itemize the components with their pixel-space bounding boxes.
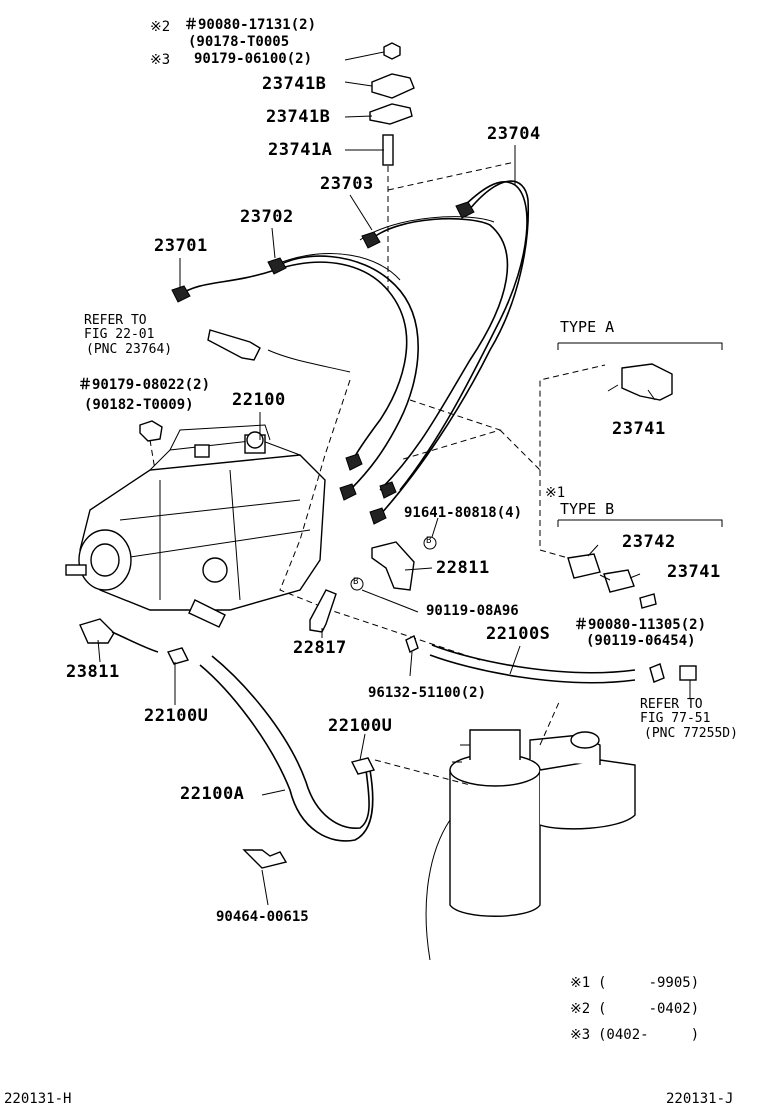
refer-fig-77-51-line2: FIG 77-51 [640, 711, 711, 726]
fitting-23702 [267, 257, 287, 275]
fitting-23704 [455, 201, 475, 219]
legend-note-1-mark: ※1 [570, 975, 591, 991]
part-number-90119-08a96: 90119-08A96 [426, 603, 519, 619]
part-number-23811: 23811 [66, 662, 120, 682]
clamp-22100u-2 [350, 757, 376, 775]
injection-pipes [179, 180, 530, 516]
bracket-22817 [309, 589, 337, 633]
legend-note-2-mark: ※2 [570, 1001, 591, 1017]
circle-b-label-1: B [426, 536, 432, 546]
sensor-23741-type-a [621, 363, 673, 401]
legend-note-3-range: (0402- ) [598, 1027, 700, 1043]
part-number-22100u-left: 22100U [144, 706, 209, 726]
fitting-lower-1 [345, 453, 363, 471]
legend-note-2-range: ( -0402) [598, 1001, 700, 1017]
leader-dash-pipes [399, 399, 502, 461]
part-number-22100s: 22100S [486, 624, 551, 644]
circle-b-marker-1 [423, 536, 437, 550]
fitting-23701 [171, 285, 191, 303]
refer-fig-77-51-line1: REFER TO [640, 697, 703, 712]
note-2-mark: ※2 [150, 19, 171, 35]
clip-refer-77-51 [649, 663, 665, 683]
circle-b-label-2: B [353, 577, 359, 587]
leader-dash-pump [279, 379, 481, 661]
part-number-23741-type-a: 23741 [612, 419, 666, 439]
drain-line [425, 819, 451, 961]
leader-dash-typeb [539, 470, 576, 561]
leader-dash-washer [149, 439, 156, 471]
part-number-96132-51100: 96132-51100(2) [368, 685, 487, 701]
part-number-23741b-upper: 23741B [262, 74, 327, 94]
leader-dash-23704 [387, 161, 516, 191]
leader-dash-filter [374, 759, 471, 786]
nut-top-part [383, 42, 401, 60]
fuel-filter [449, 729, 636, 917]
footer-code-left: 220131-H [4, 1091, 72, 1107]
part-number-22817: 22817 [293, 638, 347, 658]
part-number-90464-00615: 90464-00615 [216, 909, 309, 925]
type-a-heading: TYPE A [560, 318, 615, 336]
legend-note-1-range: ( -9905) [598, 975, 700, 991]
leader-dash-filter-2 [539, 699, 561, 746]
footer-code-right: 220131-J [666, 1091, 734, 1107]
injection-pump-22100 [65, 424, 326, 628]
note-3-mark: ※3 [150, 52, 171, 68]
washer-90179-08022 [139, 420, 163, 442]
part-number-23742: 23742 [622, 532, 676, 552]
sensor-23742 [567, 553, 601, 579]
part-number-23701: 23701 [154, 236, 208, 256]
part-number-91641-80818: 91641-80818(4) [404, 505, 523, 521]
fitting-23811 [79, 618, 115, 644]
part-number-23741a: 23741A [268, 140, 333, 160]
part-number-23703: 23703 [320, 174, 374, 194]
part-number-90119-06454: (90119-06454) [586, 633, 696, 649]
part-number-22100: 22100 [232, 390, 286, 410]
leader-lines [97, 51, 691, 906]
part-number-90080-17131: ＃90080-17131(2) [184, 17, 317, 33]
hose-22100a [199, 664, 374, 842]
part-number-90080-11305: ＃90080-11305(2) [574, 617, 707, 633]
part-number-23741-type-b: 23741 [667, 562, 721, 582]
leader-dash-typea [499, 364, 606, 472]
note-1-mark: ※1 [545, 485, 566, 501]
part-number-23702: 23702 [240, 207, 294, 227]
refer-fitting-22-01 [207, 329, 261, 361]
type-b-heading: TYPE B [560, 500, 615, 518]
bolt-23741a [382, 134, 394, 166]
part-number-23704: 23704 [487, 124, 541, 144]
part-number-90178-t0005: (90178-T0005 [188, 34, 290, 50]
refer-fig-22-01-line2: FIG 22-01 [84, 327, 155, 342]
refer-fig-22-01-line3: (PNC 23764) [86, 342, 173, 357]
clamp-90464-00615 [242, 849, 288, 869]
part-number-90182-t0009: (90182-T0009) [84, 397, 194, 413]
type-b-bracket-line [557, 519, 723, 527]
part-number-90179-08022: ＃90179-08022(2) [78, 377, 211, 393]
pipe-end-77255d [679, 665, 697, 681]
refer-fig-22-01-line1: REFER TO [84, 313, 147, 328]
clamp-23741b-lower [369, 103, 413, 125]
fitting-lower-2 [339, 483, 357, 501]
clip-96132-51100 [405, 635, 419, 653]
part-number-22100u-right: 22100U [328, 716, 393, 736]
refer-fig-77-51-line3: (PNC 77255D) [644, 726, 738, 741]
fitting-lower-3 [379, 481, 397, 499]
part-number-22811: 22811 [436, 558, 490, 578]
bracket-22811 [371, 541, 415, 591]
part-number-90179-06100: 90179-06100(2) [194, 51, 313, 67]
fitting-23703 [361, 231, 381, 249]
fitting-lower-4 [369, 507, 387, 525]
part-number-22100a: 22100A [180, 784, 245, 804]
hose-22100s [429, 654, 636, 684]
part-number-23741b-lower: 23741B [266, 107, 331, 127]
sensor-23741-type-b [603, 569, 635, 593]
circle-b-marker-2 [350, 577, 364, 591]
clamp-23741b-upper [371, 73, 415, 99]
bolt-90080-11305 [639, 593, 657, 609]
clamp-22100u-1 [166, 647, 190, 665]
legend-note-3-mark: ※3 [570, 1027, 591, 1043]
type-a-bracket-line [557, 342, 723, 350]
